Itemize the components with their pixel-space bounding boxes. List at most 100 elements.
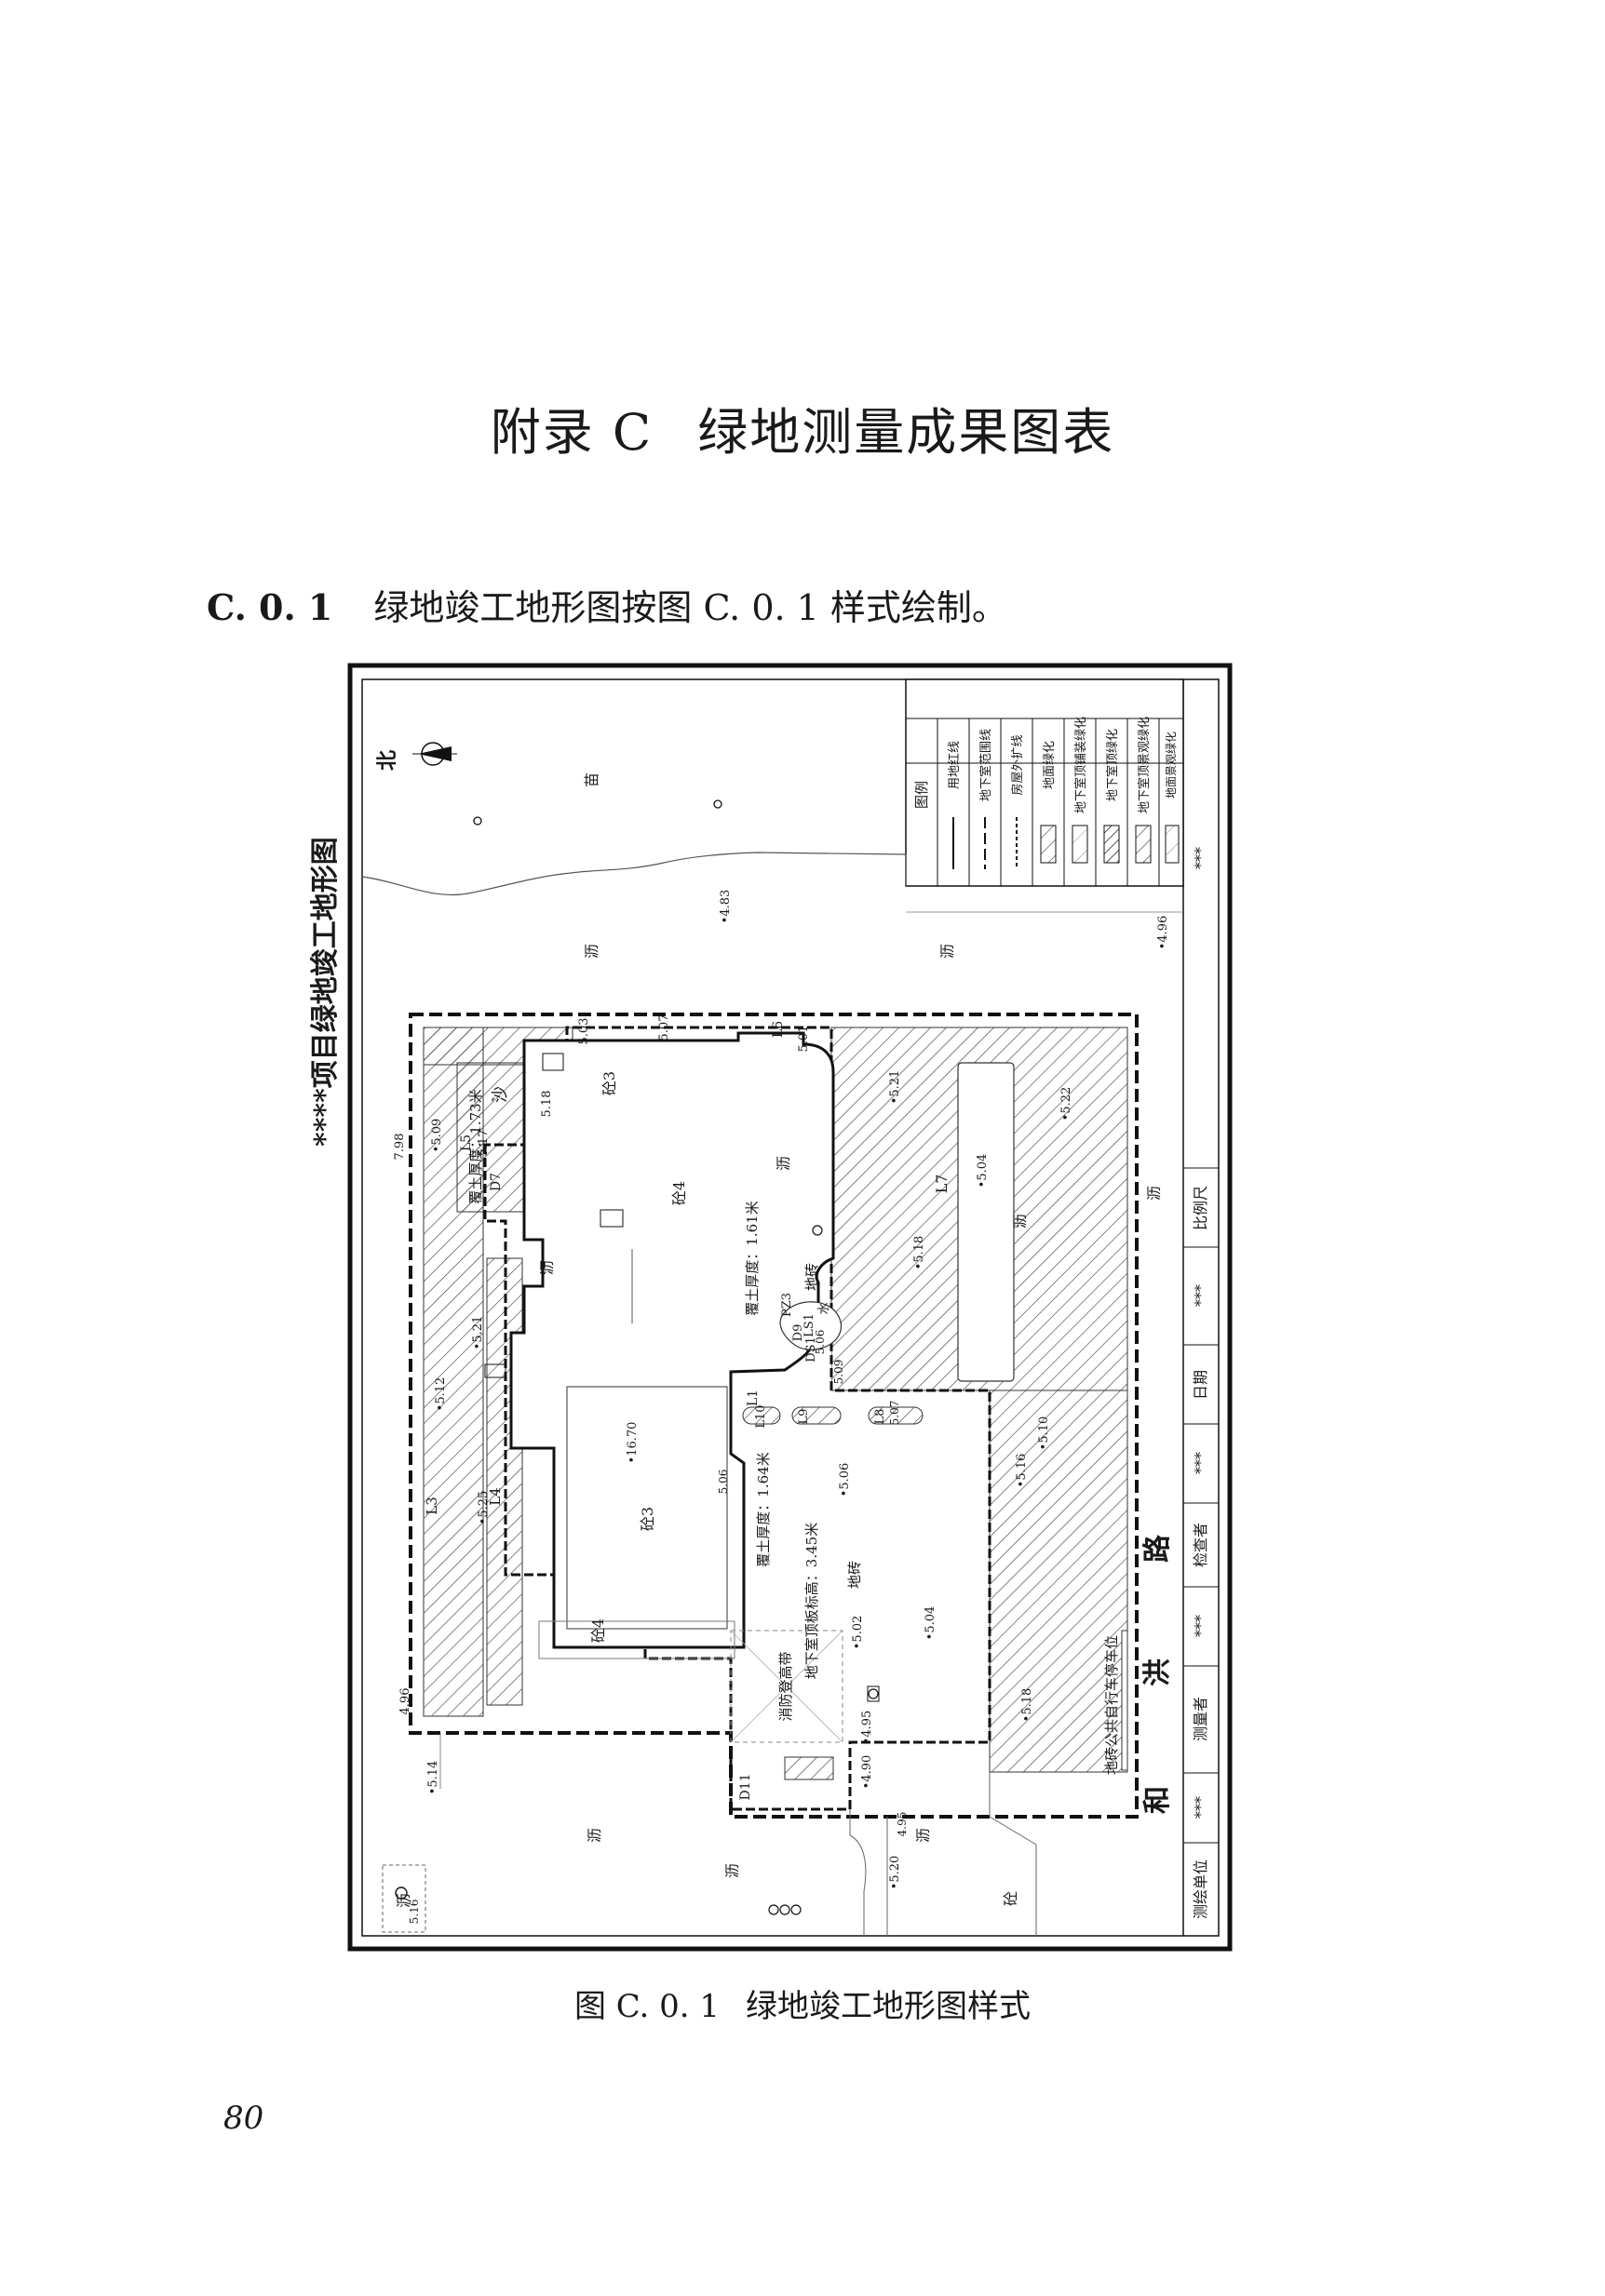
title-field-scale: 比例尺 bbox=[1192, 1186, 1209, 1230]
legend-item-basement-range: 地下室范围线 bbox=[978, 729, 993, 801]
label-L5: L5 bbox=[459, 1135, 474, 1151]
label-D11: D11 bbox=[738, 1773, 753, 1800]
label-L10: L10 bbox=[754, 1404, 768, 1428]
label-L4: L4 bbox=[487, 1487, 504, 1506]
elevation: •5.04 bbox=[924, 1606, 937, 1641]
elevation: •5.10 bbox=[1037, 1417, 1051, 1451]
elevation: •5.21 bbox=[888, 1070, 902, 1105]
label-DS1: DS1 bbox=[804, 1336, 818, 1363]
label-tong3-b: 砼3 bbox=[639, 1507, 656, 1531]
elevation: 5.09 bbox=[832, 1360, 845, 1385]
elevation: 5.07 bbox=[657, 1014, 671, 1041]
elevation: 5.03 bbox=[577, 1018, 591, 1045]
label-L6: L6 bbox=[771, 1021, 786, 1038]
label-L8: L8 bbox=[873, 1409, 887, 1425]
title-value-survey-unit: *** bbox=[1192, 1796, 1209, 1819]
clause-text: 绿地竣工地形图按图 C. 0. 1 样式绘制。 bbox=[373, 587, 1007, 628]
label-tong3-a: 砼3 bbox=[600, 1071, 618, 1095]
road-name-lu: 路 bbox=[1141, 1534, 1174, 1563]
label-L1: L1 bbox=[746, 1390, 761, 1406]
site-red-line bbox=[409, 1013, 1139, 1819]
elevation: 5.06 bbox=[814, 1330, 827, 1355]
elevation: •5.12 bbox=[434, 1377, 448, 1412]
label-L7: L7 bbox=[933, 1175, 951, 1194]
topographic-map-figure: 测绘单位 *** 测量者 *** 检查者 *** 日期 *** 比例尺 *** … bbox=[347, 663, 1233, 1952]
legend-item-roof-paved-green: 地下室顶铺装绿化 bbox=[1073, 717, 1088, 813]
elevation: 7.98 bbox=[393, 1134, 407, 1161]
road-name-hong: 洪 bbox=[1141, 1658, 1174, 1686]
label-soil-b: 覆土厚度：1.61米 bbox=[744, 1201, 761, 1315]
road-name-he: 和 bbox=[1141, 1786, 1174, 1814]
legend-title: 图例 bbox=[913, 781, 930, 809]
title-field-date: 日期 bbox=[1192, 1370, 1209, 1400]
north-arrow-icon: 北 bbox=[375, 742, 457, 771]
title-value-checker: *** bbox=[1192, 1452, 1209, 1474]
elevation: •4.95 bbox=[860, 1711, 874, 1745]
label-D7: D7 bbox=[489, 1173, 504, 1191]
side-title-container: ****项目绿地竣工地形图 bbox=[302, 837, 342, 1184]
elevation: •5.02 bbox=[851, 1616, 865, 1650]
label-tong4-b: 砼4 bbox=[589, 1618, 607, 1643]
title-block: 测绘单位 *** 测量者 *** 检查者 *** 日期 *** 比例尺 *** bbox=[1183, 847, 1219, 1919]
page-number: 80 bbox=[223, 2100, 264, 2137]
elevation: 5.17 bbox=[477, 1130, 491, 1157]
elevation: •5.14 bbox=[426, 1761, 440, 1795]
inner-frame bbox=[361, 678, 1220, 1937]
elevation: •4.83 bbox=[719, 890, 733, 924]
elevation: •4.96 bbox=[1156, 916, 1170, 950]
label-soil-a: 覆土厚度：1.73米 bbox=[467, 1089, 484, 1203]
elevation: •5.18 bbox=[1020, 1688, 1034, 1723]
figure-caption: 图 C. 0. 1 绿地竣工地形图样式 bbox=[0, 1980, 1605, 2026]
label-miao: 苗 bbox=[583, 772, 600, 787]
label-li-c: 沥 bbox=[1011, 1214, 1029, 1229]
label-dizhuan-b: 地砖 bbox=[846, 1561, 863, 1589]
elevation: 5.06 bbox=[717, 1470, 730, 1495]
label-li-a: 沥 bbox=[583, 944, 600, 959]
north-label: 北 bbox=[375, 750, 399, 771]
label-fire: 消防登高带 bbox=[777, 1651, 794, 1721]
label-li-h: 沥 bbox=[395, 1893, 412, 1908]
elevation: 5.18 bbox=[540, 1091, 554, 1118]
elevation: 5.16 bbox=[408, 1900, 421, 1925]
elevation: •16.70 bbox=[626, 1422, 640, 1464]
elevation: •5.09 bbox=[430, 1119, 444, 1153]
elevation: 5.01 bbox=[797, 1026, 811, 1053]
map-drawing: 测绘单位 *** 测量者 *** 检查者 *** 日期 *** 比例尺 *** … bbox=[347, 663, 1233, 1952]
label-li-f: 沥 bbox=[586, 1828, 603, 1843]
label-tong-c: 砼 bbox=[1002, 1891, 1019, 1906]
label-water: 水 bbox=[817, 1302, 831, 1314]
side-title: ****项目绿地竣工地形图 bbox=[309, 837, 342, 1147]
clause-number: C. 0. 1 bbox=[207, 586, 333, 628]
figure-caption-text: 绿地竣工地形图样式 bbox=[746, 1988, 1032, 2025]
title-field-surveyor: 测量者 bbox=[1192, 1697, 1209, 1741]
label-soil-c: 覆土厚度：1.64米 bbox=[755, 1452, 772, 1566]
label-li-d: 沥 bbox=[1145, 1186, 1163, 1201]
label-bike: 地砖公共自行车停车位 bbox=[1103, 1635, 1120, 1775]
label-slab: 地下室顶板标高：3.45米 bbox=[803, 1523, 820, 1679]
legend-item-ground-green: 地面绿化 bbox=[1043, 741, 1057, 789]
label-li-j: 沥 bbox=[538, 1260, 556, 1275]
title-field-checker: 检查者 bbox=[1192, 1523, 1209, 1567]
elevation: •5.22 bbox=[1059, 1087, 1073, 1121]
legend-item-roof-green: 地下室顶绿化 bbox=[1105, 729, 1120, 801]
label-li-e: 沥 bbox=[914, 1828, 932, 1843]
elevation: 4.95 bbox=[896, 1812, 909, 1837]
elevation-points: •4.83 •4.96 7.98 •5.09 5.17 5.03 5.07 5.… bbox=[393, 890, 1170, 1925]
legend: 图例 用地红线 地下室范围线 房屋外扩线 地面绿化 地下室顶铺装绿化 地下室顶绿… bbox=[905, 678, 1184, 887]
elevation: •4.90 bbox=[860, 1755, 874, 1790]
label-D9: D9 bbox=[791, 1324, 805, 1342]
title-value-date: *** bbox=[1192, 1284, 1209, 1307]
label-sha: 沙 bbox=[491, 1086, 510, 1103]
elevation: •5.20 bbox=[888, 1856, 902, 1890]
elevation: •5.04 bbox=[976, 1154, 990, 1188]
elevation: •5.06 bbox=[838, 1463, 852, 1497]
elevation: 5.07 bbox=[888, 1401, 901, 1426]
label-PZ3: PZ3 bbox=[780, 1293, 794, 1317]
legend-item-roof-landscape-green: 地下室顶景观绿化 bbox=[1137, 717, 1152, 813]
figure-caption-label: 图 C. 0. 1 bbox=[573, 1988, 721, 2025]
elevation: •5.21 bbox=[471, 1316, 485, 1350]
map-labels: 苗 沥 沥 沥 沥 沥 沥 沥 沥 沥 沥 沙 砼3 砼4 砼3 砼4 砼 地砖… bbox=[395, 772, 1174, 1908]
label-li-i: 沥 bbox=[775, 1156, 792, 1171]
appendix-heading: 绿地测量成果图表 bbox=[697, 403, 1115, 462]
label-tong4-a: 砼4 bbox=[670, 1181, 688, 1205]
